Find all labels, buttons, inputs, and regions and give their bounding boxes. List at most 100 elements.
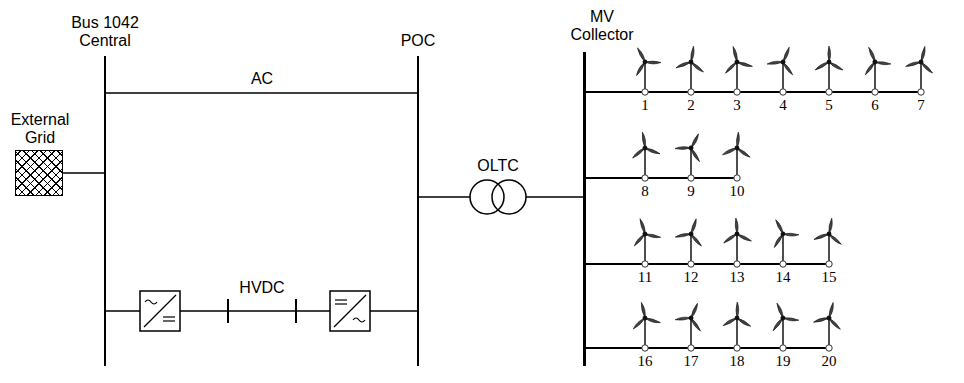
wind-turbine: [718, 43, 753, 96]
converter-symbol: [140, 291, 180, 331]
wind-turbine: [721, 217, 753, 268]
turbine-blade: [641, 132, 647, 148]
turbine-terminal: [826, 345, 832, 351]
turbine-blade: [736, 302, 739, 318]
turbine-tower: [828, 234, 830, 261]
turbine-number: 6: [860, 97, 890, 113]
wind-turbine: [722, 302, 752, 351]
turbine-tower: [736, 148, 738, 175]
turbine-tower: [690, 62, 692, 89]
collector-bus: MV Collector: [583, 52, 586, 366]
turbine-rotor: [674, 214, 709, 247]
turbine-terminal: [734, 345, 740, 351]
bus-bar: Bus 1042 Central: [104, 56, 106, 366]
turbine-number: 9: [676, 183, 706, 199]
turbine-terminal: [688, 175, 694, 181]
turbine-hub: [642, 59, 649, 66]
turbine-number: 7: [906, 97, 936, 113]
turbine-tower: [782, 62, 784, 89]
wind-turbine: [722, 131, 752, 181]
turbine-blade: [783, 233, 799, 236]
turbine-terminal: [642, 345, 648, 351]
line-label: HVDC: [237, 279, 286, 297]
turbine-hub: [826, 231, 831, 236]
turbine-terminal: [780, 345, 786, 351]
wind-turbine: [763, 298, 800, 352]
turbine-number: 18: [722, 353, 752, 369]
turbine-hub: [780, 315, 786, 321]
turbine-tower: [644, 62, 646, 89]
turbine-terminal: [826, 261, 832, 267]
turbine-number: 8: [630, 183, 660, 199]
converter-box: [140, 291, 180, 331]
line-label: AC: [249, 70, 275, 88]
turbine-rotor: [766, 42, 802, 76]
turbine-number: 15: [814, 269, 844, 285]
wind-turbine: [674, 298, 711, 352]
turbine-number: 2: [676, 97, 706, 113]
dc-bus-tick: [295, 299, 297, 323]
turbine-terminal: [642, 261, 648, 267]
turbine-hub: [827, 60, 832, 65]
feeder-line: [585, 91, 921, 93]
turbine-terminal: [642, 175, 648, 181]
wind-turbine: [814, 46, 844, 96]
turbine-rotor: [722, 302, 752, 328]
bus-label: External Grid: [2, 111, 78, 147]
dc-symbol: [335, 299, 347, 300]
turbine-rotor: [814, 46, 844, 73]
turbine-tower: [644, 234, 646, 261]
wind-turbine: [813, 216, 845, 267]
turbine-rotor: [855, 41, 892, 77]
turbine-number: 13: [722, 269, 752, 285]
external-grid-box: External Grid: [15, 150, 63, 196]
turbine-number: 1: [630, 97, 660, 113]
turbine-rotor: [722, 131, 752, 158]
wind-turbine: [812, 299, 846, 351]
turbine-tower: [644, 148, 646, 175]
wind-turbine: [766, 42, 802, 95]
wind-turbine: [624, 41, 662, 95]
turbine-hub: [688, 231, 694, 237]
turbine-rotor: [626, 214, 662, 248]
turbine-terminal: [734, 261, 740, 267]
converter-symbol: [330, 291, 370, 331]
transformer-winding: [470, 180, 504, 214]
bus-label: POC: [388, 32, 448, 50]
turbine-rotor: [718, 43, 753, 76]
turbine-tower: [782, 318, 784, 345]
turbine-hub: [734, 231, 739, 236]
turbine-rotor: [763, 298, 800, 333]
turbine-terminal: [734, 89, 740, 95]
turbine-number: 4: [768, 97, 798, 113]
turbine-number: 14: [768, 269, 798, 285]
turbine-tower: [690, 318, 692, 345]
wind-turbine: [673, 127, 710, 181]
turbine-hub: [688, 59, 693, 64]
bus-bar: POC: [417, 56, 419, 366]
turbine-rotor: [627, 130, 660, 161]
turbine-tower: [736, 234, 738, 261]
turbine-number: 3: [722, 97, 752, 113]
bus-label: MV Collector: [560, 8, 644, 44]
turbine-hub: [735, 316, 740, 321]
wind-turbine: [627, 299, 662, 351]
turbine-rotor: [675, 44, 707, 73]
wind-turbine: [626, 214, 662, 267]
turbine-number: 16: [630, 353, 660, 369]
turbine-terminal: [780, 89, 786, 95]
power-line: [63, 172, 104, 174]
turbine-tower: [690, 148, 692, 175]
wind-turbine: [905, 43, 939, 95]
turbine-group: [624, 41, 938, 351]
ac-symbol: [145, 300, 157, 304]
turbine-number: 19: [768, 353, 798, 369]
turbine-tower: [644, 318, 646, 345]
turbine-hub: [826, 315, 832, 321]
dc-symbol: [163, 316, 175, 317]
wind-turbine: [627, 130, 660, 182]
turbine-tower: [736, 318, 738, 345]
turbine-blade: [767, 60, 783, 65]
ac-symbol: [353, 318, 365, 322]
